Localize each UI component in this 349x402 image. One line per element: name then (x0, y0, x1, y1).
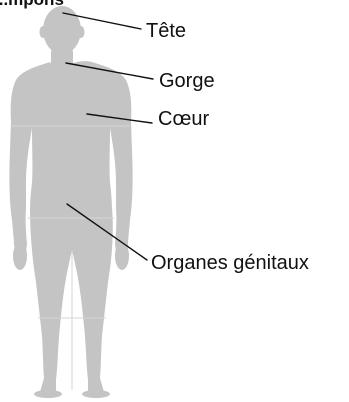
left-hand (13, 242, 27, 270)
diagram-title: ...mpons (0, 0, 64, 9)
genitals-label: Organes génitaux (151, 252, 309, 274)
right-ear (78, 26, 85, 38)
heart-label: Cœur (158, 108, 209, 130)
human-silhouette (9, 6, 132, 398)
left-ear (40, 26, 47, 38)
right-foot (82, 390, 110, 398)
left-foot (34, 390, 62, 398)
head-shape (43, 6, 81, 54)
head-label: Tête (146, 20, 186, 42)
legs-shape (30, 208, 113, 392)
throat-label: Gorge (159, 70, 215, 92)
